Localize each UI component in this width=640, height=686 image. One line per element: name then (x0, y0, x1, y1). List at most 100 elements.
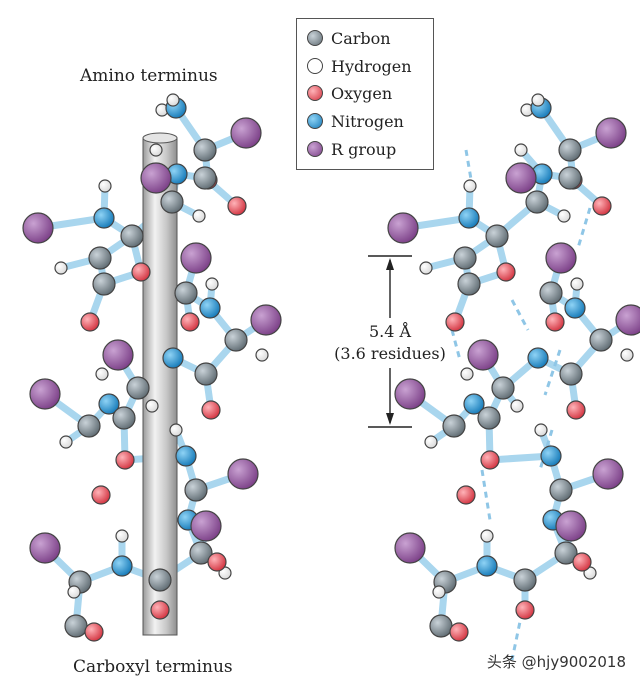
hydrogen-bond (538, 429, 554, 471)
legend-item-r-group: R group (307, 138, 396, 160)
carbon-atom (429, 614, 453, 638)
carbon-atom (549, 478, 573, 502)
carbon-atom (88, 246, 112, 270)
nitrogen-atom (162, 347, 184, 369)
carbon-atom (485, 224, 509, 248)
legend-label-nitrogen: Nitrogen (331, 111, 404, 131)
legend-label-hydrogen: Hydrogen (331, 56, 412, 76)
carbon-atom (189, 541, 213, 565)
legend-item-carbon: Carbon (307, 27, 391, 49)
r-group (615, 304, 640, 336)
hydrogen-atom (115, 529, 129, 543)
nitrogen-atom (175, 445, 197, 467)
nitrogen-atom (98, 393, 120, 415)
carbon-atom (193, 166, 217, 190)
r-group (555, 510, 587, 542)
r-group (29, 378, 61, 410)
carbon-atom (120, 224, 144, 248)
r-group (394, 532, 426, 564)
hydrogen-bond (510, 299, 530, 331)
r-group (29, 532, 61, 564)
hydrogen-atom (531, 93, 545, 107)
r-group (102, 339, 134, 371)
carbon-atom (491, 376, 515, 400)
carbon-atom (148, 568, 172, 592)
oxygen-atom (456, 485, 476, 505)
oxygen-atom (592, 196, 612, 216)
oxygen-atom (84, 622, 104, 642)
carbon-atom (554, 541, 578, 565)
r-group (190, 510, 222, 542)
nitrogen-atom (540, 445, 562, 467)
hydrogen-atom (620, 348, 634, 362)
hydrogen-atom (557, 209, 571, 223)
hydrogen-atom (480, 529, 494, 543)
r-group (595, 117, 627, 149)
oxygen-atom (150, 600, 170, 620)
pitch-distance-label: 5.4 Å (368, 322, 412, 341)
nitrogen-atom (93, 207, 115, 229)
right-helix-model (387, 93, 640, 661)
hydrogen-atom (95, 367, 109, 381)
hydrogen-atom (460, 367, 474, 381)
carbon-atom (77, 414, 101, 438)
carbon-atom (525, 190, 549, 214)
nitrogen-atom-icon (307, 113, 323, 129)
carbon-atom (92, 272, 116, 296)
pitch-residues-label: (3.6 residues) (334, 344, 446, 363)
hydrogen-atom (463, 179, 477, 193)
carbon-atom (126, 376, 150, 400)
nitrogen-atom (564, 297, 586, 319)
r-group (394, 378, 426, 410)
hydrogen-atom (570, 277, 584, 291)
nitrogen-atom (199, 297, 221, 319)
carbon-atom (513, 568, 537, 592)
oxygen-atom (227, 196, 247, 216)
carbon-atom (112, 406, 136, 430)
legend-item-oxygen: Oxygen (307, 82, 392, 104)
oxygen-atom (572, 552, 592, 572)
oxygen-atom (131, 262, 151, 282)
pitch-measurement (368, 255, 412, 428)
carboxyl-terminus-label: Carboxyl terminus (73, 657, 233, 677)
r-group-icon (307, 141, 323, 157)
carbon-atom (477, 406, 501, 430)
nitrogen-atom (527, 347, 549, 369)
oxygen-atom (115, 450, 135, 470)
hydrogen-atom (205, 277, 219, 291)
pitch-arrowhead-up (386, 258, 394, 270)
r-group (250, 304, 282, 336)
r-group (230, 117, 262, 149)
r-group (505, 162, 537, 194)
carbon-atom (539, 281, 563, 305)
carbon-atom (64, 614, 88, 638)
carbon-atom (589, 328, 613, 352)
r-group (227, 458, 259, 490)
nitrogen-atom (463, 393, 485, 415)
hydrogen-bond (450, 329, 462, 361)
carbon-atom (193, 138, 217, 162)
hydrogen-atom-icon (307, 58, 323, 74)
r-group (545, 242, 577, 274)
r-group (140, 162, 172, 194)
legend-label-carbon: Carbon (331, 28, 391, 48)
oxygen-atom (496, 262, 516, 282)
carbon-atom (184, 478, 208, 502)
legend-label-r-group: R group (331, 139, 397, 159)
oxygen-atom (480, 450, 500, 470)
hydrogen-atom (534, 423, 548, 437)
carbon-atom (457, 272, 481, 296)
carbon-atom (558, 166, 582, 190)
r-group (180, 242, 212, 274)
r-group (387, 212, 419, 244)
hydrogen-atom (166, 93, 180, 107)
amino-terminus-label: Amino terminus (80, 66, 218, 86)
r-group (592, 458, 624, 490)
oxygen-atom (515, 600, 535, 620)
oxygen-atom (545, 312, 565, 332)
axis-rod-cap (142, 132, 178, 144)
hydrogen-atom (514, 143, 528, 157)
hydrogen-atom (169, 423, 183, 437)
oxygen-atom (201, 400, 221, 420)
